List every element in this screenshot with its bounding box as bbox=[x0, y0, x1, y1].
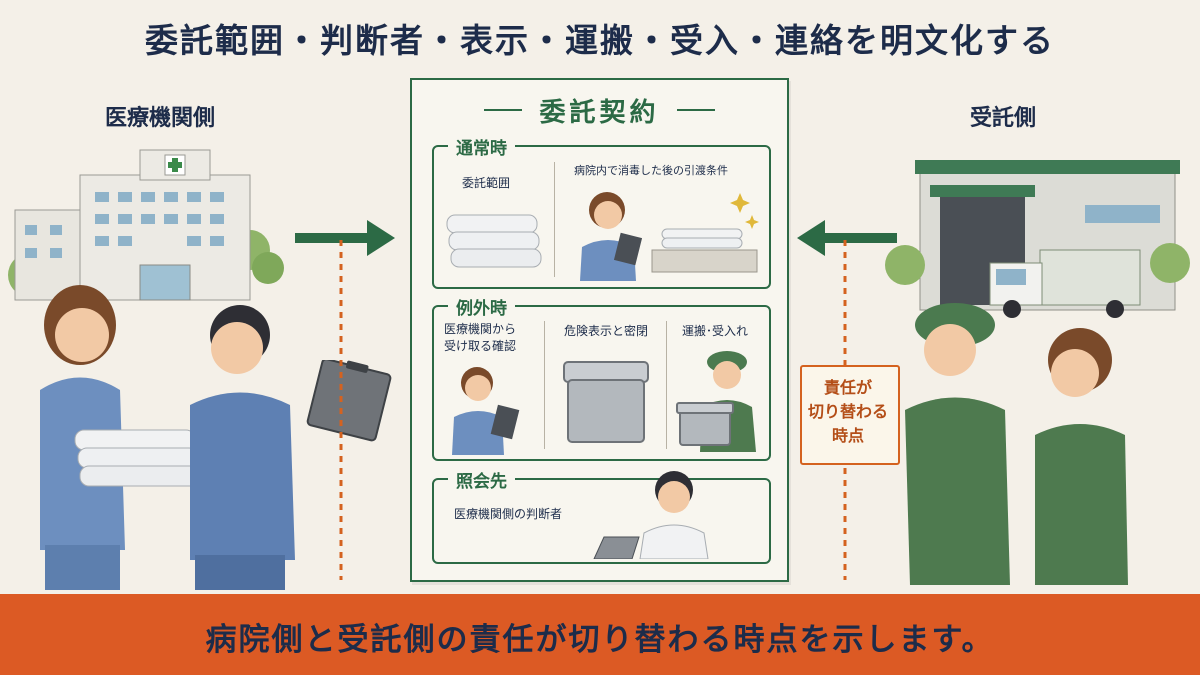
nurse-clipboard-icon bbox=[452, 367, 520, 455]
confirm-label: 医療機関から 受け取る確認 bbox=[444, 321, 516, 355]
right-side-label: 受託側 bbox=[970, 106, 1037, 131]
hospital-scene bbox=[8, 149, 295, 590]
responsibility-sign bbox=[800, 365, 900, 465]
divider bbox=[544, 321, 545, 449]
bottom-banner bbox=[0, 594, 1200, 675]
divider bbox=[554, 162, 555, 277]
folded-towels-icon bbox=[74, 429, 201, 487]
nurse-checking-icon bbox=[580, 192, 759, 281]
worker-man-icon bbox=[905, 303, 1010, 585]
title-rule bbox=[484, 109, 522, 111]
hospital-building-icon bbox=[14, 149, 251, 301]
title-rule bbox=[677, 109, 715, 111]
laptop-icon bbox=[593, 536, 640, 559]
transport-label: 運搬･受入れ bbox=[682, 324, 749, 338]
left-side-label: 医療機関側 bbox=[105, 106, 216, 131]
tree-icon bbox=[885, 243, 1190, 285]
responsibility-sign-text: 責任が 切り替わる 時点 bbox=[800, 376, 896, 448]
staff-icon bbox=[190, 305, 295, 590]
sign-line-1: 責任が bbox=[823, 378, 872, 397]
worker-container-icon bbox=[676, 351, 756, 452]
exception-heading: 例外時 bbox=[448, 294, 515, 319]
delivery-truck-icon bbox=[989, 249, 1141, 318]
hazard-label: 危険表示と密閉 bbox=[564, 324, 649, 338]
sparkle-icon bbox=[730, 193, 750, 213]
handover-label: 病院内で消毒した後の引渡条件 bbox=[574, 164, 728, 177]
warehouse-scene bbox=[885, 160, 1190, 585]
contract-title: 委託契約 bbox=[539, 98, 660, 128]
page-title: 委託範囲・判断者・表示・運搬・受入・連絡を明文化する bbox=[145, 21, 1055, 60]
scope-label: 委託範囲 bbox=[462, 176, 511, 190]
sign-line-2: 切り替わる bbox=[807, 402, 888, 421]
divider bbox=[666, 321, 667, 449]
contact-heading: 照会先 bbox=[448, 467, 515, 492]
sparkle-icon bbox=[745, 215, 759, 229]
bottom-message: 病院側と受託側の責任が切り替わる時点を示します。 bbox=[205, 622, 995, 658]
worker-woman-icon bbox=[1035, 328, 1128, 585]
normal-section: 通常時 委託範囲 病院内で消毒した後の引渡条件 bbox=[432, 134, 771, 289]
judge-label: 医療機関側の判断者 bbox=[454, 507, 563, 521]
dashed-line bbox=[339, 240, 343, 580]
contact-section: 照会先 医療機関側の判断者 bbox=[432, 467, 771, 564]
folded-towels-icon bbox=[446, 214, 542, 268]
clipboard-icon bbox=[306, 360, 392, 442]
sign-line-3: 時点 bbox=[831, 426, 864, 445]
arrow-right-icon bbox=[295, 220, 395, 256]
doctor-laptop-icon bbox=[593, 471, 709, 559]
sealed-container-icon bbox=[563, 361, 649, 443]
exception-section: 例外時 医療機関から 受け取る確認 危険表示と密閉 運搬･受入れ bbox=[432, 294, 771, 461]
contract-card: 委託契約 通常時 委託範囲 病院内で消毒した後の引渡条件 例外時 医療機関から bbox=[410, 78, 789, 582]
confirm-label-line-1: 医療機関から bbox=[444, 322, 517, 336]
normal-heading: 通常時 bbox=[448, 134, 515, 159]
confirm-label-line-2: 受け取る確認 bbox=[444, 339, 517, 353]
arrow-left-icon bbox=[797, 220, 897, 256]
